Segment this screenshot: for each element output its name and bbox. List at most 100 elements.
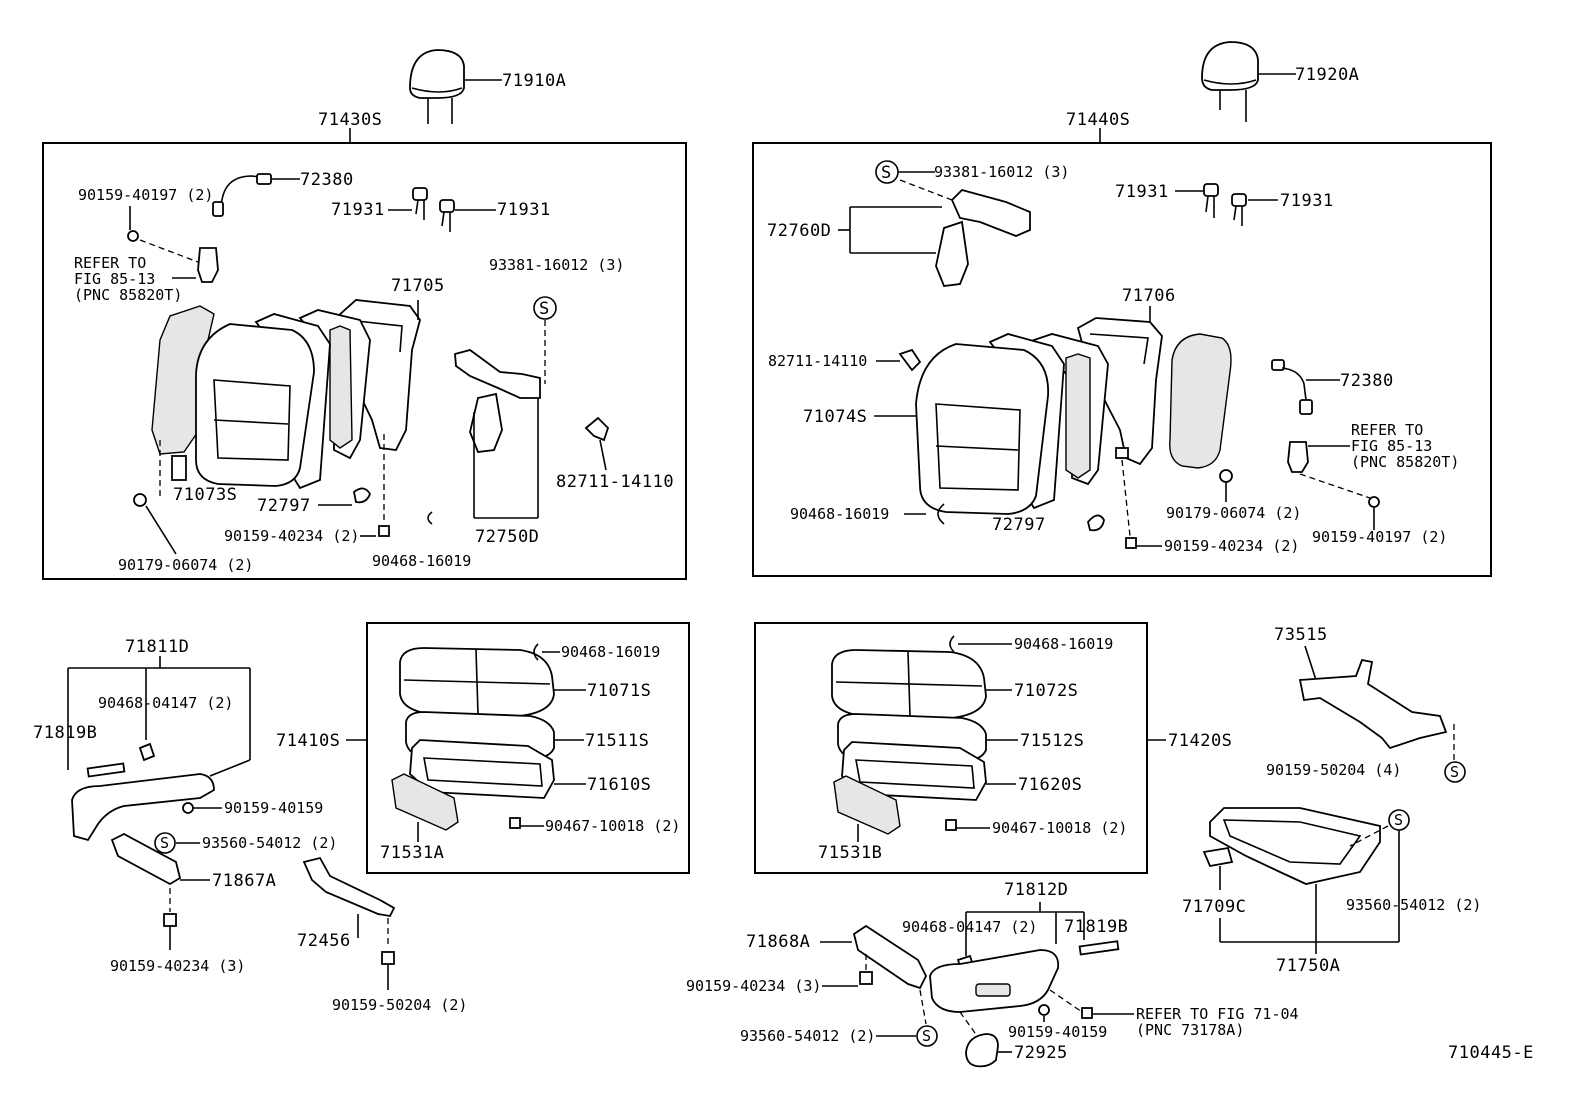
bolt-90159-40197-right [1368,496,1380,508]
clip-71931-right-a [1203,183,1219,218]
clip-71931-left-b [439,199,455,232]
s-symbol: S [539,299,550,319]
label-71440S: 71440S [1066,110,1130,130]
label-90159-40234-3-right: 90159-40234 (3) [686,977,821,995]
nut-90179-right [1219,469,1233,483]
label-93560-rr: 93560-54012 (2) [1346,896,1481,914]
label-71910A: 71910A [502,71,566,91]
refer-right-2: FIG 85-13 [1351,437,1432,455]
label-90468-04147-right: 90468-04147 (2) [902,918,1037,936]
s-symbol-2: S [881,163,892,183]
refer-right-3: (PNC 85820T) [1351,453,1459,471]
refer-71-04-1: REFER TO FIG 71-04 [1136,1005,1299,1023]
label-71867A: 71867A [212,871,276,891]
label-71709C: 71709C [1182,897,1246,917]
label-90159-40197-right: 90159-40197 (2) [1312,528,1447,546]
label-71073S: 71073S [173,485,237,505]
headrest-left [409,49,502,124]
bolt-90159-40234-left [378,525,390,537]
label-71931-left-1: 71931 [331,200,385,220]
label-90159-40234-left: 90159-40234 (2) [224,527,359,545]
label-71072S: 71072S [1014,681,1078,701]
headrest-right [1201,41,1296,122]
label-93560-right: 93560-54012 (2) [740,1027,875,1045]
knob-72797-left [353,487,372,504]
knob-72797-right [1087,514,1105,532]
clip-90468-c2 [949,635,955,653]
clip-90468-04147-left [138,742,156,762]
s-symbol-6: S [922,1027,931,1045]
label-82711-left: 82711-14110 [556,472,674,492]
refer-left-3: (PNC 85820T) [74,286,182,304]
refer-left-1: REFER TO [74,254,146,272]
pad-71819B-right [1078,940,1120,956]
refer-left-2: FIG 85-13 [74,270,155,288]
left-cushion-box [366,622,690,874]
connector-left [197,247,219,283]
recliner-left [469,392,503,453]
label-90467-c2: 90467-10018 (2) [992,819,1127,837]
label-71819B-right: 71819B [1064,917,1128,937]
label-71931-left-2: 71931 [497,200,551,220]
refer-71-04-2: (PNC 73178A) [1136,1021,1244,1039]
clip-71931-right-b [1231,193,1247,226]
clip-71931-left-a [412,187,428,220]
seatback-left-assembly [151,299,421,490]
label-71706: 71706 [1122,286,1176,306]
label-90159-40234-right: 90159-40234 (2) [1164,537,1299,555]
screw-90159-40159-right [1038,1004,1050,1016]
left-seatback-box [42,142,687,580]
tray-71750A [1209,807,1381,885]
shield-71811D [71,773,215,842]
label-71531B: 71531B [818,843,882,863]
label-73515: 73515 [1274,625,1328,645]
s-mark-right-2 [916,1025,938,1047]
label-90159-50204-2: 90159-50204 (2) [332,996,467,1014]
label-71868A: 71868A [746,932,810,952]
right-cushion-box [754,622,1148,874]
label-72925: 72925 [1014,1043,1068,1063]
label-93560-left: 93560-54012 (2) [202,834,337,852]
switch-opening [975,983,1011,997]
label-71420S: 71420S [1168,731,1232,751]
cover-71531A [391,773,459,831]
label-71531A: 71531A [380,843,444,863]
right-seatback-box [752,142,1492,577]
cover-71867A [110,832,182,886]
label-71931-right-2: 71931 [1280,191,1334,211]
label-90159-50204-4: 90159-50204 (4) [1266,761,1401,779]
label-90468-16019-c1: 90468-16019 [561,643,660,661]
recliner-arm-left [454,349,541,399]
refer-right-1: REFER TO [1351,421,1423,439]
label-90179-right: 90179-06074 (2) [1166,504,1301,522]
label-90468-04147-left: 90468-04147 (2) [98,694,233,712]
label-90159-40234-3-left: 90159-40234 (3) [110,957,245,975]
switch-73178A [1081,1007,1093,1019]
label-71074S: 71074S [803,407,867,427]
bolt-90159-40234-right [1125,537,1137,549]
bolt-90159-40197-left [127,230,139,242]
label-72380-right: 72380 [1340,371,1394,391]
clip-82711-left [584,416,610,442]
label-71610S: 71610S [587,775,651,795]
bracket-72456 [302,856,396,917]
clip-90468-left [427,511,433,525]
clip-90468-c1 [533,643,539,661]
bolt-90159-40234-3-left [163,913,177,927]
label-71512S: 71512S [1020,731,1084,751]
seatback-right-assembly [915,317,1232,515]
clip-82711-right [898,348,922,372]
label-93381-left: 93381-16012 (3) [489,256,624,274]
bolt-90159-40234-3-right [859,971,873,985]
clip-71709C [1202,846,1234,868]
label-72797-left: 72797 [257,496,311,516]
s-mark-left-2 [154,832,176,854]
s-mark-73515 [1444,761,1466,783]
label-71811D: 71811D [125,637,189,657]
label-90159-40159-left: 90159-40159 [224,799,323,817]
label-72380-left: 72380 [300,170,354,190]
label-93381-right: 93381-16012 (3) [934,163,1069,181]
s-symbol-4: S [1450,763,1459,781]
